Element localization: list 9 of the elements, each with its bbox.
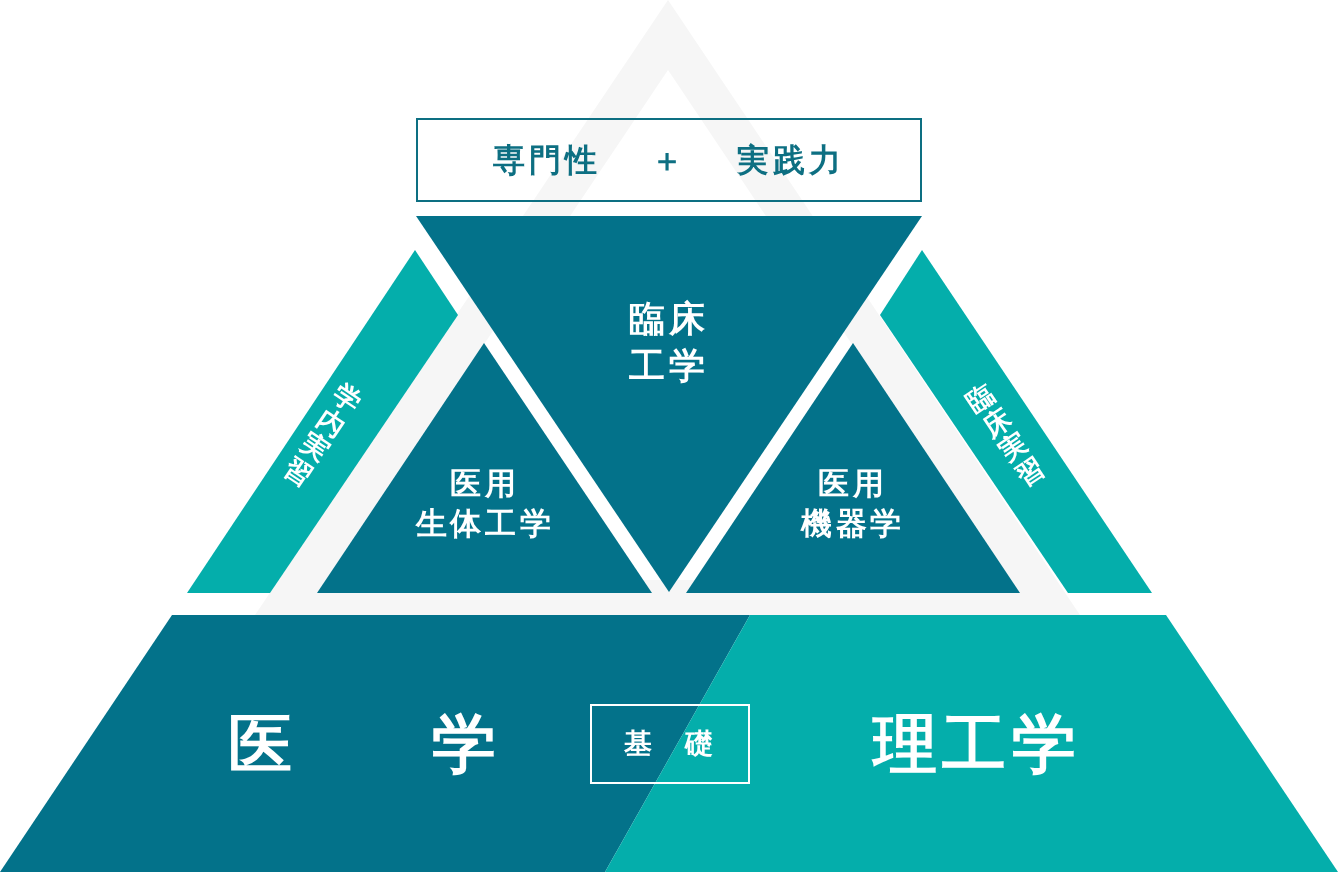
node-label: 臨床工学 [628, 297, 710, 388]
node-label: 医用生体工学 [415, 463, 555, 543]
node-label: 学内実習 [278, 378, 368, 492]
node-label: 専門性 ＋ 実践力 [493, 140, 845, 182]
node-label: 臨床実習 [960, 378, 1050, 492]
node-label: 医用機器学 [800, 463, 906, 543]
node-label: 基 礎 [623, 725, 717, 762]
node-label: 理工学 [873, 706, 1081, 784]
node-label: 医 学 [228, 706, 504, 784]
